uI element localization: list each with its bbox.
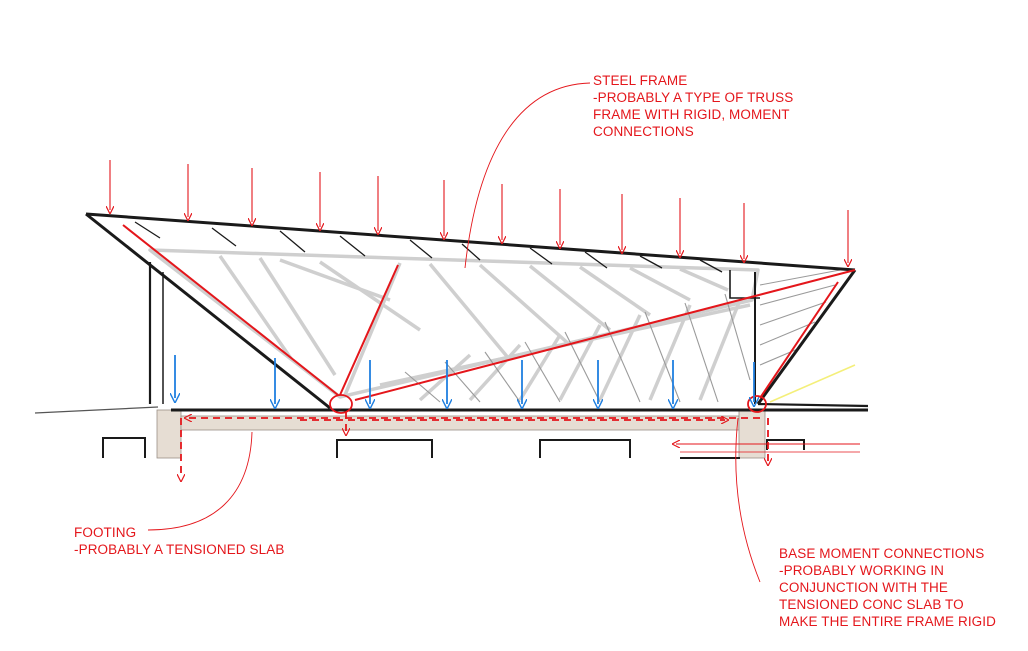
footing-title: FOOTING bbox=[74, 525, 137, 540]
base-moment-line-2: CONJUNCTION WITH THE bbox=[779, 580, 948, 595]
highlight-stroke bbox=[769, 364, 856, 403]
steel-frame-title: STEEL FRAME bbox=[593, 73, 688, 88]
steel-frame-line-3: CONNECTIONS bbox=[593, 124, 694, 139]
truss-hatching bbox=[404, 269, 841, 403]
base-moment-note: BASE MOMENT CONNECTIONS -PROBABLY WORKIN… bbox=[779, 545, 996, 630]
roof-load-arrows bbox=[110, 160, 848, 263]
base-connection-markers bbox=[329, 394, 767, 414]
foundation-piers bbox=[102, 437, 805, 459]
base-moment-line-1: -PROBABLY WORKING IN bbox=[779, 563, 945, 578]
annotation-leaders bbox=[147, 82, 761, 583]
footing-blocks bbox=[156, 409, 766, 459]
roof-hatching bbox=[134, 221, 723, 273]
footing-note: FOOTING -PROBABLY A TENSIONED SLAB bbox=[74, 524, 284, 558]
force-path-lines bbox=[122, 224, 856, 401]
frame-outline bbox=[85, 212, 869, 410]
ground-line bbox=[34, 406, 159, 414]
base-moment-line-3: TENSIONED CONC SLAB TO bbox=[779, 597, 964, 612]
steel-frame-line-2: FRAME WITH RIGID, MOMENT bbox=[593, 107, 790, 122]
footing-line-1: -PROBABLY A TENSIONED SLAB bbox=[74, 542, 285, 557]
steel-frame-line-1: -PROBABLY A TYPE OF TRUSS bbox=[593, 90, 794, 105]
floor-load-arrows bbox=[175, 355, 754, 404]
base-moment-line-4: MAKE THE ENTIRE FRAME RIGID bbox=[779, 614, 996, 629]
base-moment-title: BASE MOMENT CONNECTIONS bbox=[779, 546, 985, 561]
truss-web bbox=[148, 248, 760, 402]
slab-force-dashes bbox=[181, 412, 768, 478]
steel-frame-note: STEEL FRAME -PROBABLY A TYPE OF TRUSS FR… bbox=[593, 72, 793, 140]
